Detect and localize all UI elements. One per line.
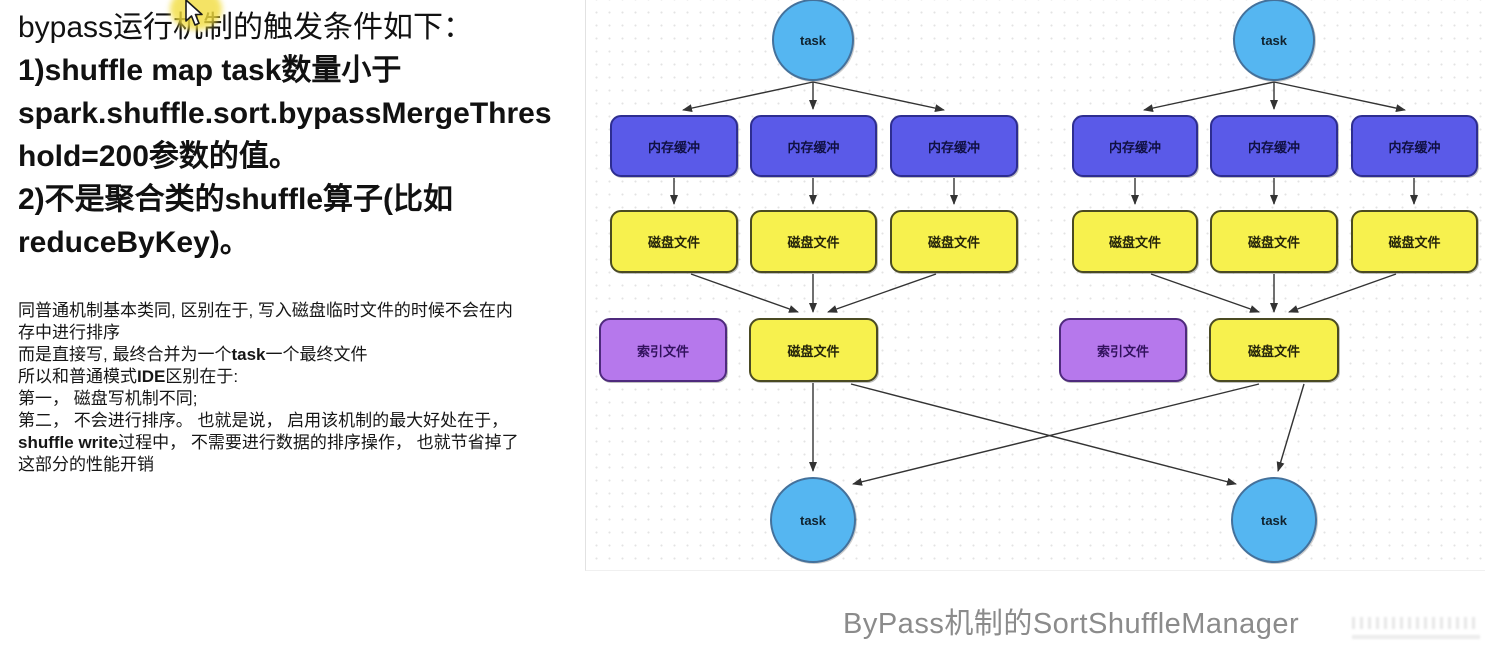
index-file-box: 索引文件 [1059,318,1187,382]
disk-file-box: 磁盘文件 [1210,210,1338,273]
task-circle-bottom-right: task [1231,477,1317,563]
disk-file-box: 磁盘文件 [1072,210,1198,273]
disk-file-box: 磁盘文件 [610,210,738,273]
task-circle-bottom-left: task [770,477,856,563]
memory-buffer-box: 内存缓冲 [750,115,877,177]
task-circle-top-right: task [1233,0,1315,81]
task-circle-top-left: task [772,0,854,81]
arrows-layer [670,81,1418,486]
memory-buffer-box: 内存缓冲 [1210,115,1338,177]
disk-file-box: 磁盘文件 [1351,210,1478,273]
disk-file-box: 磁盘文件 [890,210,1018,273]
memory-buffer-box: 内存缓冲 [1072,115,1198,177]
memory-buffer-box: 内存缓冲 [1351,115,1478,177]
diagram-caption: ByPass机制的SortShuffleManager [843,608,1300,640]
memory-buffer-box: 内存缓冲 [610,115,738,177]
merged-disk-file-box: 磁盘文件 [1209,318,1339,382]
index-file-box: 索引文件 [599,318,727,382]
merged-disk-file-box: 磁盘文件 [749,318,878,382]
mouse-cursor-icon [185,0,203,26]
watermark [1352,613,1480,645]
headline-text: bypass运行机制的触发条件如下：1)shuffle map task数量小于… [18,11,552,259]
notes-pane: bypass运行机制的触发条件如下：1)shuffle map task数量小于… [0,0,585,648]
detail-text: 同普通机制基本类同, 区别在于, 写入磁盘临时文件的时候不会在内存中进行排序而是… [18,301,519,474]
diagram-canvas: task 内存缓冲 内存缓冲 内存缓冲 磁盘文件 磁盘文件 磁盘文件 索引文件 … [585,0,1485,571]
memory-buffer-box: 内存缓冲 [890,115,1018,177]
disk-file-box: 磁盘文件 [750,210,877,273]
